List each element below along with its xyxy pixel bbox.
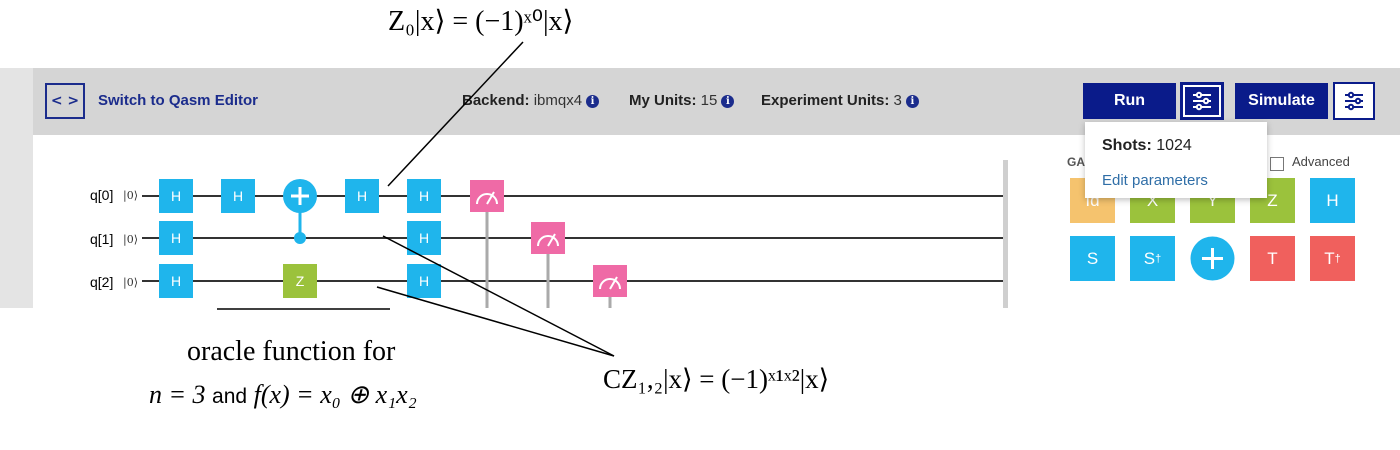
dagger-mark: † — [1334, 252, 1341, 265]
simulate-settings-button[interactable] — [1333, 82, 1375, 120]
qubit-label-2: q[2] — [90, 274, 114, 290]
gate-h[interactable]: H — [159, 221, 193, 255]
palette-gate-cnot[interactable] — [1190, 236, 1235, 281]
gate-label: Z — [1267, 190, 1278, 210]
gate-h[interactable]: H — [159, 179, 193, 213]
backend-value: ibmqx4 — [533, 92, 583, 109]
oracle-and: and — [212, 385, 248, 408]
gate-h[interactable]: H — [221, 179, 255, 213]
pointer-cz-2 — [376, 286, 615, 357]
info-icon[interactable]: i — [586, 95, 600, 108]
sliders-icon — [1193, 91, 1211, 111]
gate-label: H — [418, 188, 430, 204]
switch-to-qasm-link[interactable]: Switch to Qasm Editor — [98, 92, 259, 109]
gate-label: T — [1324, 248, 1335, 268]
measure-gate[interactable] — [470, 180, 504, 212]
z0-equation: Z₀|x⟩ = (−1)ˣ⁰|x⟩ — [388, 6, 574, 37]
code-brackets-icon[interactable]: < > — [45, 83, 85, 119]
ket-zero-0: |0⟩ — [123, 189, 138, 202]
oracle-caption: oracle function for — [187, 336, 396, 367]
qubit-label-0: q[0] — [90, 187, 114, 203]
gate-label: H — [232, 188, 244, 204]
measure-gate[interactable] — [593, 265, 627, 297]
gate-label: S — [1143, 248, 1156, 268]
measure-gate[interactable] — [531, 222, 565, 254]
cz-equation: CZ₁,₂|x⟩ = (−1)ˣ¹ˣ²|x⟩ — [603, 364, 830, 394]
gate-label: H — [418, 230, 430, 246]
cnot-target[interactable] — [283, 179, 317, 218]
palette-gate-sdg[interactable]: S† — [1130, 236, 1175, 281]
advanced-checkbox[interactable] — [1270, 157, 1284, 171]
gate-z[interactable]: Z — [283, 264, 317, 298]
gates-heading: GA — [1067, 155, 1085, 169]
shots-label: Shots: — [1102, 137, 1152, 154]
qubit-label-1: q[1] — [90, 231, 114, 247]
circuit-end-bar — [1003, 160, 1008, 308]
gate-h[interactable]: H — [407, 179, 441, 213]
gate-label: H — [170, 230, 182, 246]
edit-parameters-link[interactable]: Edit parameters — [1102, 172, 1208, 189]
simulate-button[interactable]: Simulate — [1235, 83, 1328, 119]
pointer-cz-1 — [382, 235, 615, 357]
dagger-mark: † — [1155, 252, 1162, 265]
experiment-units-label: Experiment Units: — [761, 92, 890, 109]
gate-h[interactable]: H — [345, 179, 379, 213]
ket-zero-2: |0⟩ — [123, 276, 138, 289]
shots-value: 1024 — [1156, 137, 1192, 154]
ket-zero-1: |0⟩ — [123, 233, 138, 246]
shots-row: Shots: 1024 — [1102, 137, 1192, 155]
oracle-n: n = 3 — [149, 380, 206, 409]
gate-label: S — [1086, 248, 1099, 268]
gate-label: H — [418, 273, 430, 289]
gate-label: T — [1267, 248, 1278, 268]
gate-label: H — [1326, 190, 1339, 210]
pointer-z0 — [387, 41, 524, 187]
palette-gate-tdg[interactable]: T† — [1310, 236, 1355, 281]
oracle-f: f(x) = x₀ ⊕ x₁x₂ — [253, 380, 417, 409]
run-settings-button[interactable] — [1180, 82, 1224, 120]
gate-h[interactable]: H — [407, 221, 441, 255]
run-button[interactable]: Run — [1083, 83, 1176, 119]
gate-h[interactable]: H — [159, 264, 193, 298]
shots-popover: Shots: 1024 Edit parameters — [1085, 122, 1267, 198]
units-value: 15 — [700, 92, 718, 109]
units-label: My Units: — [629, 92, 697, 109]
gate-label: H — [356, 188, 368, 204]
cnot-plus-icon — [1190, 236, 1235, 281]
oracle-formula: n = 3 and f(x) = x₀ ⊕ x₁x₂ — [149, 380, 417, 410]
cnot-plus-icon — [283, 179, 317, 213]
info-icon[interactable]: i — [905, 95, 919, 108]
palette-gate-t[interactable]: T — [1250, 236, 1295, 281]
gate-h[interactable]: H — [407, 264, 441, 298]
meter-icon — [476, 191, 498, 205]
gate-label: Y — [1206, 190, 1219, 210]
gate-label: H — [170, 188, 182, 204]
advanced-label: Advanced — [1292, 154, 1350, 169]
experiment-units-value: 3 — [893, 92, 902, 109]
gate-label: X — [1146, 190, 1159, 210]
meter-icon — [537, 233, 559, 247]
sliders-icon — [1345, 91, 1363, 111]
backend-label: Backend: — [462, 92, 530, 109]
gate-label: Z — [295, 273, 305, 289]
info-icon[interactable]: i — [721, 95, 735, 108]
meter-icon — [599, 276, 621, 290]
gate-label: H — [170, 273, 182, 289]
palette-gate-h[interactable]: H — [1310, 178, 1355, 223]
cnot-control-dot — [294, 232, 306, 244]
palette-gate-s[interactable]: S — [1070, 236, 1115, 281]
